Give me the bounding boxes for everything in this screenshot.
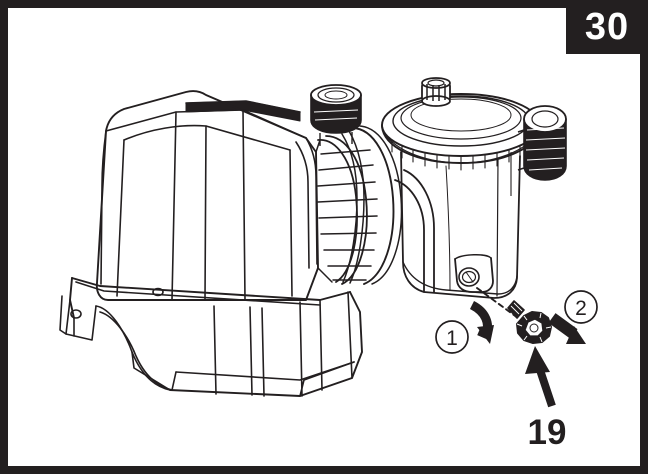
callout-step-2: 2 [548,290,598,344]
callout-2-circle [564,290,598,324]
callout-1-label: 1 [446,327,458,350]
callout-1-arrow-head [477,325,494,344]
callout-step-1: 1 [435,300,494,354]
callout-2-arrow-shaft [548,313,578,339]
page-number-badge: 30 [566,0,648,54]
air-relief-knob [421,77,451,107]
adapter-top-cap [310,84,362,146]
callout-2-label: 2 [575,297,587,320]
callout-1-circle [435,320,469,354]
leader-line-dashed [476,287,519,319]
strainer-pot-housing [394,151,521,299]
part-19-arrow-head [525,346,550,374]
drain-plug [507,300,552,344]
motor-base-foot [59,277,363,397]
strainer-lid-lock-ring [381,93,541,171]
pump-adapter-ribbed-section [315,125,403,285]
discharge-port-collar [510,105,567,196]
callout-2-arrow-head [566,326,586,344]
part-19-arrow-shaft [536,368,556,408]
part-callout-19: 19 [525,346,566,452]
part-19-label: 19 [528,413,567,452]
drain-port-boss [454,254,494,293]
motor-shroud [95,90,319,301]
